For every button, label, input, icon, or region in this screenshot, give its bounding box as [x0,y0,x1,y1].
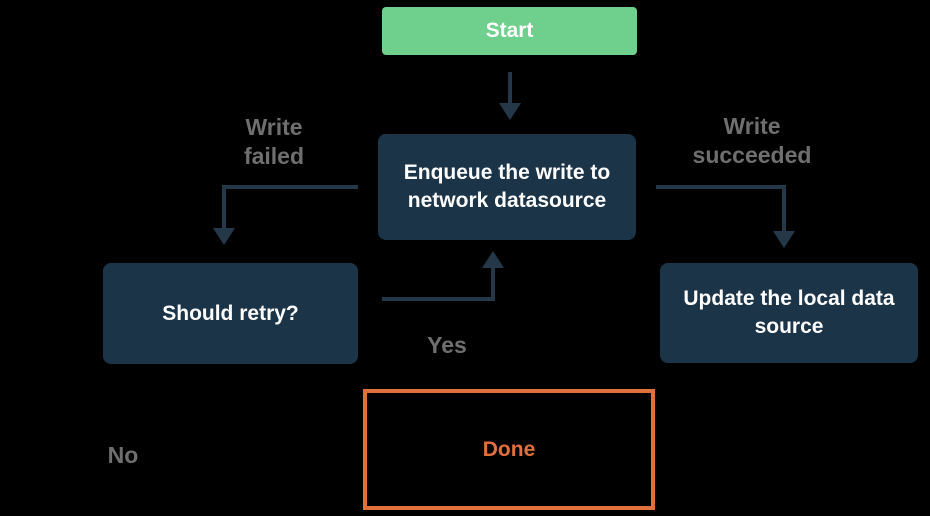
arrow-start-to-enqueue-line [508,72,512,104]
edge-label-write-succeeded: Write succeeded [692,113,812,168]
edge-label-no: No [107,442,139,468]
arrow-yes-vline [491,267,495,301]
node-enqueue-write: Enqueue the write to network datasource [378,134,636,240]
arrow-write-succeeded-hline [656,185,786,189]
arrow-up-icon [482,251,504,268]
edge-label-yes: Yes [427,332,467,358]
arrow-write-failed-hline [222,185,358,189]
arrow-down-icon [213,228,235,245]
node-done: Done [363,389,655,510]
node-update-local-datasource: Update the local data source [660,263,918,363]
node-start: Start [382,7,637,55]
arrow-write-succeeded-vline [782,185,786,231]
arrow-down-icon [499,103,521,120]
node-should-retry: Should retry? [103,263,358,364]
arrow-down-icon [773,231,795,248]
edge-label-write-failed: Write failed [243,114,305,169]
arrow-write-failed-vline [222,185,226,228]
arrow-yes-hline [382,297,495,301]
